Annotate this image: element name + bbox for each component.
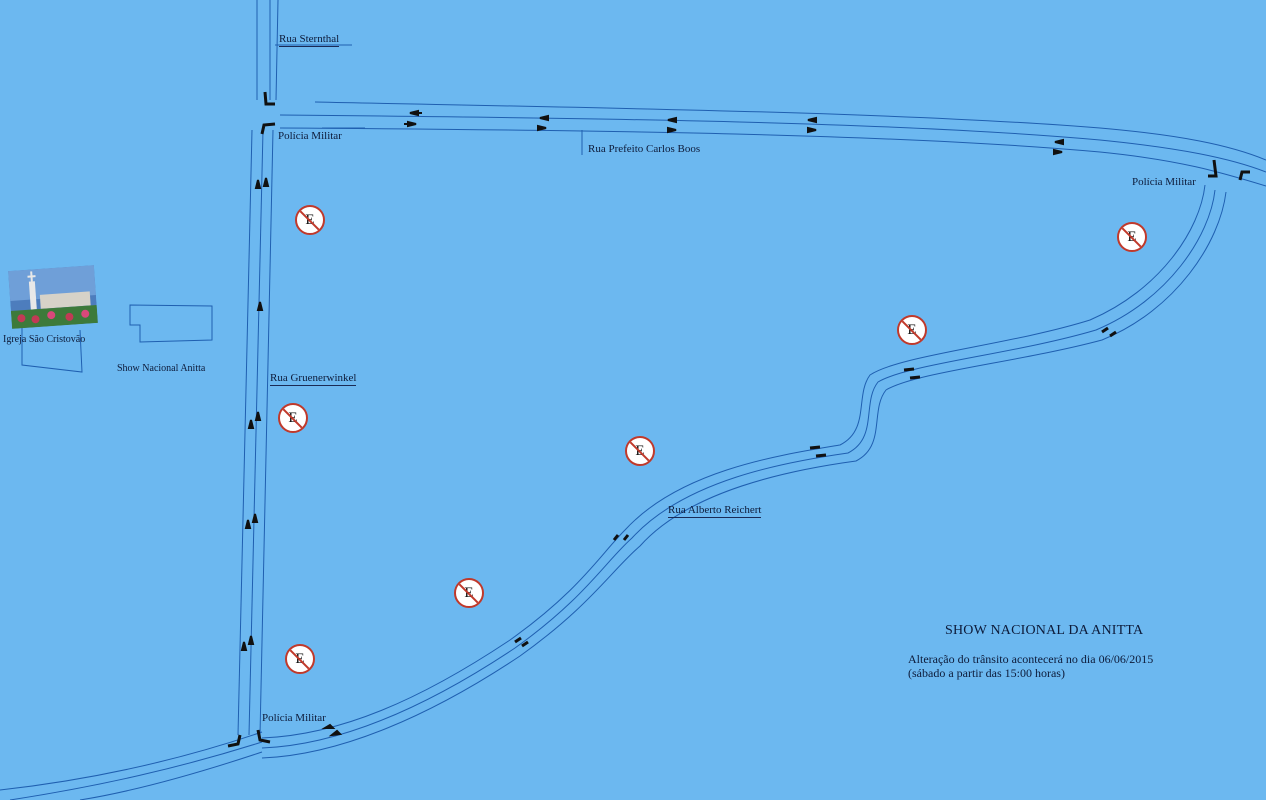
traffic-arrow-icon [514,636,522,644]
no-parking-sign-icon: E [285,644,315,674]
street-label-sternthal: Rua Sternthal [279,33,340,47]
traffic-arrow-icon [262,177,270,187]
traffic-arrow-icon [903,367,915,372]
traffic-arrow-icon [537,124,547,132]
traffic-arrow-icon [815,453,827,458]
traffic-arrow-icon [1101,326,1109,334]
road-prefeito [314,101,1266,161]
no-parking-sign-icon: E [295,205,325,235]
traffic-arrow-icon [409,109,422,117]
church-label: Igreja São Cristovão [3,334,86,345]
police-label-south: Polícia Militar [262,712,326,724]
traffic-arrow-icon [244,519,252,529]
police-label-north: Polícia Militar [278,130,342,142]
street-label-alberto: Rua Alberto Reichert [668,504,762,518]
traffic-arrow-icon [1053,148,1063,156]
traffic-arrow-icon [240,641,248,651]
traffic-arrow-icon [251,513,259,523]
event-note-line1: Alteração do trânsito acontecerá no dia … [908,652,1154,666]
traffic-arrow-icon [254,179,262,189]
traffic-arrow-icon [247,419,255,429]
street-label-prefeito: Rua Prefeito Carlos Boos [588,143,701,155]
church-lot-outline [21,325,83,373]
traffic-arrow-icon [321,723,336,729]
traffic-arrows [240,109,1117,737]
event-title: SHOW NACIONAL DA ANITTA [945,623,1144,638]
traffic-arrow-icon [807,126,817,134]
no-parking-sign-icon: E [1117,222,1147,252]
event-note-line2: (sábado a partir das 15:00 horas) [908,666,1065,680]
traffic-arrow-icon [1054,138,1064,146]
street-label-gruenerwinkel: Rua Gruenerwinkel [270,372,357,386]
traffic-arrow-icon [328,729,343,737]
no-parking-sign-icon: E [897,315,927,345]
church-photo [8,265,98,329]
turn-arrow-icon [263,91,275,106]
no-parking-sign-icon: E [278,403,308,433]
traffic-arrow-icon [667,126,677,134]
traffic-arrow-icon [667,116,677,124]
turn-arrow-icon [256,729,271,744]
turn-arrow-icon [1208,159,1218,178]
traffic-arrow-icon [622,534,630,541]
traffic-arrow-icon [404,120,417,128]
road-gruenerwinkel [237,129,253,736]
event-note: Alteração do trânsito acontecerá no dia … [908,652,1153,680]
traffic-arrow-icon [909,375,921,380]
show-area-label: Show Nacional Anitta [117,363,206,374]
turn-arrow-icon [227,734,242,748]
traffic-arrow-icon [256,301,264,311]
no-parking-sign-icon: E [454,578,484,608]
turn-arrows [227,91,1250,748]
traffic-arrow-icon [247,635,255,645]
traffic-arrow-icon [539,114,549,122]
road-alberto [261,184,1206,739]
traffic-arrow-icon [612,534,620,541]
turn-arrow-icon [260,122,276,135]
turn-arrow-icon [1238,170,1250,181]
police-label-east: Polícia Militar [1132,176,1196,188]
traffic-arrow-icon [807,116,817,124]
traffic-arrow-icon [521,640,529,648]
traffic-arrow-icon [809,445,821,450]
show-area-outline [129,304,213,343]
traffic-arrow-icon [254,411,262,421]
no-parking-sign-icon: E [625,436,655,466]
traffic-arrow-icon [1109,330,1117,338]
